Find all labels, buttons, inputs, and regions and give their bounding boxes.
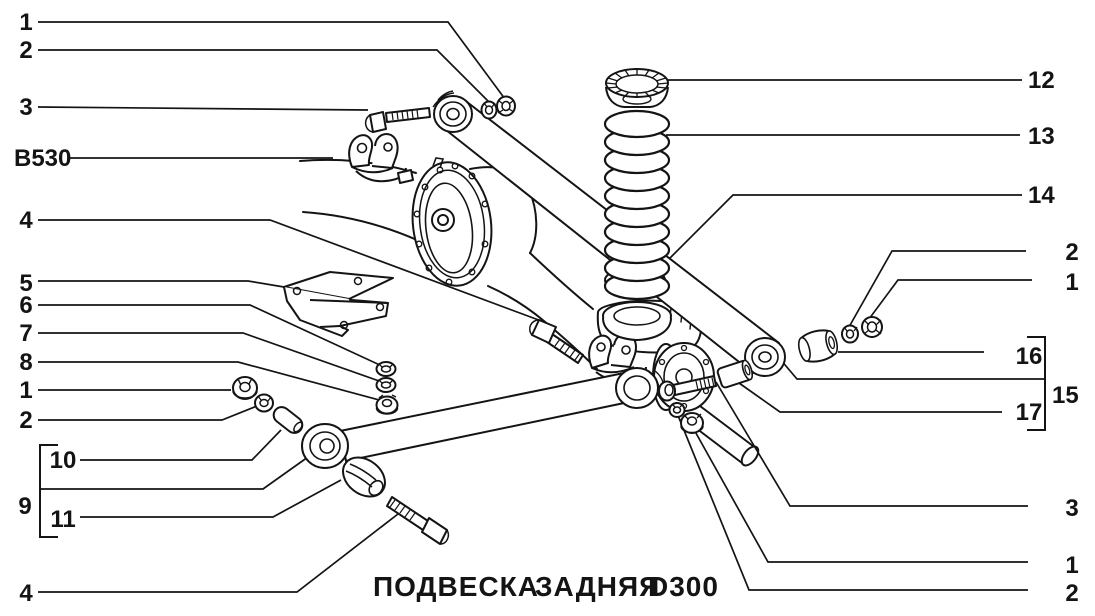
lower-arm-front-bolt: [386, 496, 450, 545]
callout-7-left: 7: [19, 320, 32, 347]
bushing-sleeve: [272, 406, 304, 434]
shock-bracket: [283, 271, 394, 337]
callout-9-left: 9: [18, 493, 31, 520]
callout-2-upper-left: 2: [19, 37, 32, 64]
upper-mid-bolt: [528, 319, 584, 364]
differential-cover: [411, 157, 493, 287]
lower-trailing-arm: [301, 367, 665, 469]
callout-17-right: 17: [1016, 399, 1043, 426]
callout-13-right: 13: [1028, 123, 1055, 150]
lower-arm-rear-washer: [668, 402, 686, 418]
upper-arm-rear-washer: [841, 324, 859, 344]
group-bracket-15: [1027, 336, 1046, 431]
callout-10-left: 10: [50, 447, 77, 474]
callout-1-mid-left: 1: [19, 377, 32, 404]
callout-2-right: 2: [1065, 239, 1078, 266]
coil-spring: [603, 109, 671, 301]
title-word-3: D300: [648, 571, 719, 602]
spacer-tube: [716, 359, 754, 389]
title-word-2: ЗАДНЯЯ: [535, 571, 660, 602]
lower-arm-front-washer: [254, 393, 274, 413]
group-bracket-9: [39, 444, 58, 538]
washer-7: [375, 377, 397, 393]
callout-11-left: 11: [50, 506, 75, 533]
diagram-title: ПОДВЕСКА ЗАДНЯЯ D300: [373, 571, 719, 602]
lower-arm-front-nut: [232, 376, 258, 400]
spring-upper-seat-cap: [605, 68, 669, 108]
lower-arm-rear-nut: [680, 412, 704, 434]
callout-b530: B530: [14, 145, 71, 172]
leader-lines: [37, 21, 1044, 593]
callout-4-bottom-left: 4: [19, 580, 33, 607]
callout-4-left: 4: [19, 207, 33, 234]
callout-3-left: 3: [19, 94, 32, 121]
upper-arm-rear-bushing: [797, 329, 839, 363]
callout-2-mid-left: 2: [19, 407, 32, 434]
callout-16-right: 16: [1016, 343, 1043, 370]
arm-bushing: [342, 456, 386, 498]
callout-1-bottom-right: 1: [1065, 552, 1078, 579]
callout-6-left: 6: [19, 292, 32, 319]
callout-2-bottom-right: 2: [1065, 580, 1078, 607]
callout-14-right: 14: [1028, 182, 1055, 209]
callout-5-left: 5: [19, 270, 32, 297]
callout-8-left: 8: [19, 349, 32, 376]
lower-arm-rear-bolt: [658, 375, 717, 402]
callout-3-right: 3: [1065, 495, 1078, 522]
upper-arm-front-washer: [480, 100, 498, 120]
callout-1-right: 1: [1065, 269, 1078, 296]
nut-8: [375, 394, 399, 415]
callout-15-right: 15: [1052, 382, 1079, 409]
spring-lower-seat-cup: [602, 301, 672, 342]
axle-bracket-b530: [348, 133, 414, 184]
callout-1-upper-left: 1: [19, 9, 32, 36]
washer-6: [375, 361, 397, 377]
upper-arm-front-bolt: [364, 107, 431, 133]
callout-12-right: 12: [1028, 67, 1055, 94]
upper-arm-front-nut: [496, 95, 516, 117]
title-word-1: ПОДВЕСКА: [373, 571, 539, 602]
upper-arm-rear-nut: [861, 316, 883, 338]
